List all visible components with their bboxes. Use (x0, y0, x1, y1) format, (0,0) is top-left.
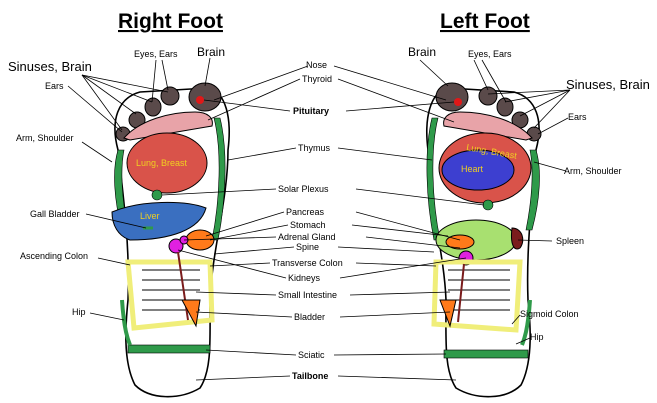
label-transverse-colon: Transverse Colon (272, 258, 343, 268)
right-sciatic-band (127, 344, 211, 354)
right-toe-3 (144, 97, 162, 117)
label-pancreas: Pancreas (286, 207, 325, 217)
left-bladder (439, 299, 457, 328)
left-ureter (457, 263, 465, 323)
label-adrenal-gland: Adrenal Gland (278, 232, 336, 242)
leader-lines (67, 57, 571, 381)
label-stomach: Stomach (290, 220, 326, 230)
left-spleen (511, 227, 524, 250)
right-colon (125, 259, 215, 331)
label-arm-shoulder-right: Arm, Shoulder (16, 133, 74, 143)
label-thyroid: Thyroid (302, 74, 332, 84)
right-toe-2 (160, 86, 180, 106)
label-solar-plexus: Solar Plexus (278, 184, 329, 194)
left-outer-green-band (525, 149, 540, 231)
label-ears-right: Ears (45, 81, 64, 91)
left-big-toe (435, 82, 469, 112)
left-toe-3 (496, 97, 514, 117)
label-spine: Spine (296, 242, 319, 252)
left-foot: Lung, Breast Heart (426, 82, 542, 398)
label-small-intestine: Small Intestine (278, 290, 337, 300)
left-sciatic-band (443, 349, 529, 359)
left-colon (431, 259, 523, 333)
left-small-intestine (448, 269, 510, 311)
left-toe-pink-band (443, 111, 533, 141)
right-brain-dot (196, 96, 204, 104)
left-solar-plexus (482, 199, 494, 211)
right-toe-pink-band (123, 111, 213, 141)
right-big-toe (188, 82, 222, 112)
label-ascending-colon: Ascending Colon (20, 251, 88, 261)
right-bladder (181, 299, 201, 328)
left-brain-dot (454, 98, 462, 106)
right-hip-band (120, 299, 132, 346)
label-hip-left: Hip (530, 332, 544, 342)
label-gall-bladder: Gall Bladder (30, 209, 80, 219)
label-arm-shoulder-left: Arm, Shoulder (564, 166, 622, 176)
label-sigmoid-colon: Sigmoid Colon (520, 309, 579, 319)
label-ears-left: Ears (568, 112, 587, 122)
label-pituitary: Pituitary (293, 106, 329, 116)
right-foot: Lung, Breast Liver (111, 82, 230, 398)
left-toe-2 (478, 86, 498, 106)
label-sciatic: Sciatic (298, 350, 325, 360)
right-solar-plexus (151, 189, 163, 201)
label-brain-right: Brain (197, 45, 225, 59)
label-nose: Nose (306, 60, 327, 70)
label-sinuses-brain-right: Sinuses, Brain (8, 59, 92, 74)
right-lung-region (126, 132, 208, 194)
label-kidneys: Kidneys (288, 273, 321, 283)
label-spleen: Spleen (556, 236, 584, 246)
label-thymus: Thymus (298, 143, 331, 153)
label-tailbone: Tailbone (292, 371, 328, 381)
right-lung-label: Lung, Breast (136, 158, 188, 168)
label-hip-right: Hip (72, 307, 86, 317)
label-sinuses-brain-left: Sinuses, Brain (566, 77, 650, 92)
right-adrenal (168, 238, 184, 254)
right-liver-region (111, 201, 207, 241)
label-eyes-ears-left: Eyes, Ears (468, 49, 512, 59)
left-heart-label: Heart (461, 164, 484, 174)
label-brain-left: Brain (408, 45, 436, 59)
right-foot-title: Right Foot (118, 10, 223, 33)
label-bladder: Bladder (294, 312, 325, 322)
left-heart-region (441, 149, 515, 191)
label-eyes-ears-right: Eyes, Ears (134, 49, 178, 59)
left-hip-band (520, 299, 532, 346)
right-liver-label: Liver (140, 211, 160, 221)
left-foot-title: Left Foot (440, 10, 530, 33)
